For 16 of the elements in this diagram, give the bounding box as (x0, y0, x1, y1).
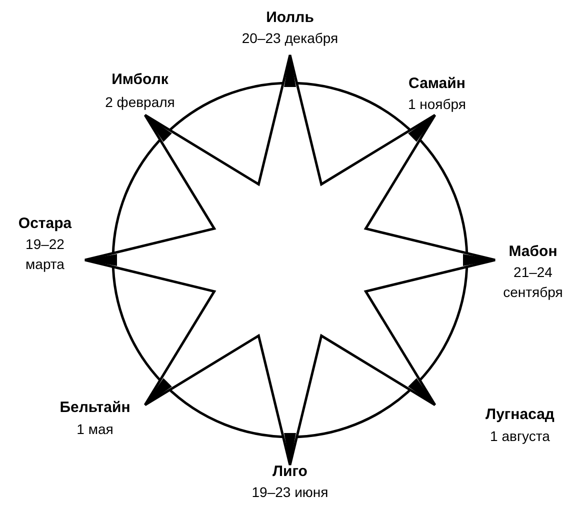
festival-date: 20–23 декабря (242, 29, 338, 48)
festival-date: 1 ноября (408, 95, 466, 114)
festival-name: Бельтайн (60, 398, 130, 418)
festival-name: Самайн (408, 74, 466, 94)
festival-date: 1 мая (76, 420, 114, 439)
festival-name: Имболк (112, 70, 168, 90)
festival-name: Мабон (508, 242, 558, 262)
festival-name: Иолль (266, 8, 314, 28)
festival-date: 21–24 сентября (502, 263, 564, 302)
festival-name: Лугнасад (486, 405, 554, 425)
festival-date: 1 августа (490, 427, 550, 446)
festival-date: 2 февраля (105, 93, 175, 112)
festival-name: Лиго (272, 462, 308, 482)
festival-date: 19–22 марта (24, 235, 66, 274)
festival-name: Остара (18, 214, 72, 234)
festival-date: 19–23 июня (252, 483, 328, 502)
